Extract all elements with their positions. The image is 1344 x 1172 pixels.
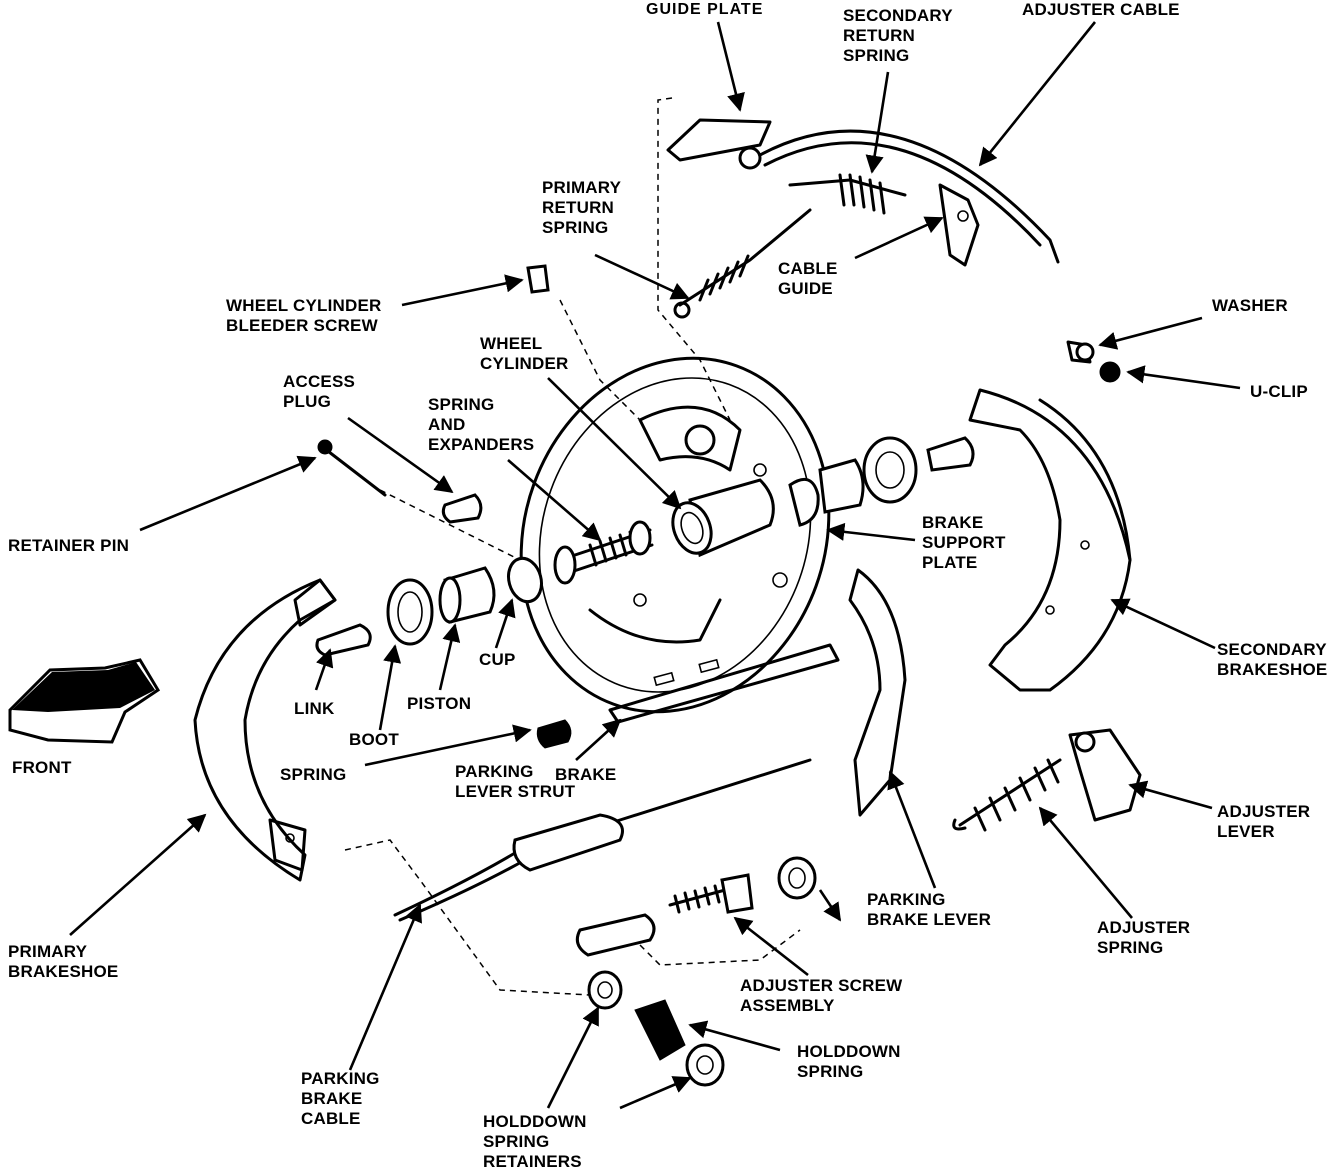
label-secondary-brakeshoe: SECONDARY BRAKESHOE [1217,640,1328,679]
label-brake: BRAKE [555,765,617,784]
front-arrow-icon [8,658,161,744]
label-wheel-cylinder-bleeder-screw: WHEEL CYLINDER BLEEDER SCREW [226,296,382,335]
holddown-hardware [587,970,725,1087]
label-parking-brake-lever: PARKING BRAKE LEVER [867,890,992,929]
wheel-cylinder [671,478,775,558]
label-cable-guide: CABLE GUIDE [778,259,838,298]
label-parking-lever-strut: PARKING LEVER STRUT [455,762,576,801]
left-cylinder-parts [315,556,543,657]
label-piston: PISTON [407,694,472,713]
label-parking-brake-cable: PARKING BRAKE CABLE [301,1069,380,1128]
upper-springs-and-cable [666,118,1060,319]
right-cylinder-parts [788,436,975,527]
parking-brake-lever-strut [608,643,840,724]
label-retainer-pin: RETAINER PIN [8,536,130,555]
label-boot: BOOT [349,730,399,749]
parking-brake-lever [848,568,907,817]
label-link: LINK [294,699,335,718]
label-holddown-spring-retainers: HOLDDOWN SPRING RETAINERS [483,1112,587,1171]
primary-brakeshoe [193,578,337,882]
leader-arrows [69,21,1241,1110]
label-front: FRONT [12,758,72,777]
washer-and-u-clip [1066,340,1121,383]
label-holddown-spring: HOLDDOWN SPRING [797,1042,901,1081]
small-spring [536,719,572,749]
label-adjuster-lever: ADJUSTER LEVER [1217,802,1311,841]
small-hardware [317,264,550,524]
label-access-plug: ACCESS PLUG [283,372,356,411]
label-brake-support-plate: BRAKE SUPPORT PLATE [922,513,1006,572]
label-adjuster-cable: ADJUSTER CABLE [1022,0,1180,19]
spring-and-expanders [553,520,654,585]
secondary-brakeshoe [968,388,1132,692]
label-u-clip: U-CLIP [1250,382,1308,401]
label-primary-return-spring: PRIMARY RETURN SPRING [542,178,622,237]
label-primary-brakeshoe: PRIMARY BRAKESHOE [8,942,119,981]
adjuster-screw-assembly [575,856,817,957]
label-spring: SPRING [280,765,347,784]
label-wheel-cylinder: WHEEL CYLINDER [480,334,569,373]
label-cup: CUP [479,650,516,669]
label-spring-and-expanders: SPRING AND EXPANDERS [428,395,535,454]
label-adjuster-screw-assembly: ADJUSTER SCREW ASSEMBLY [740,976,903,1015]
label-guide-plate: GUIDE PLATE [646,1,764,18]
label-washer: WASHER [1212,296,1288,315]
label-adjuster-spring: ADJUSTER SPRING [1097,918,1191,957]
label-secondary-return-spring: SECONDARY RETURN SPRING [843,6,953,65]
adjuster-lever-and-spring [952,728,1142,832]
